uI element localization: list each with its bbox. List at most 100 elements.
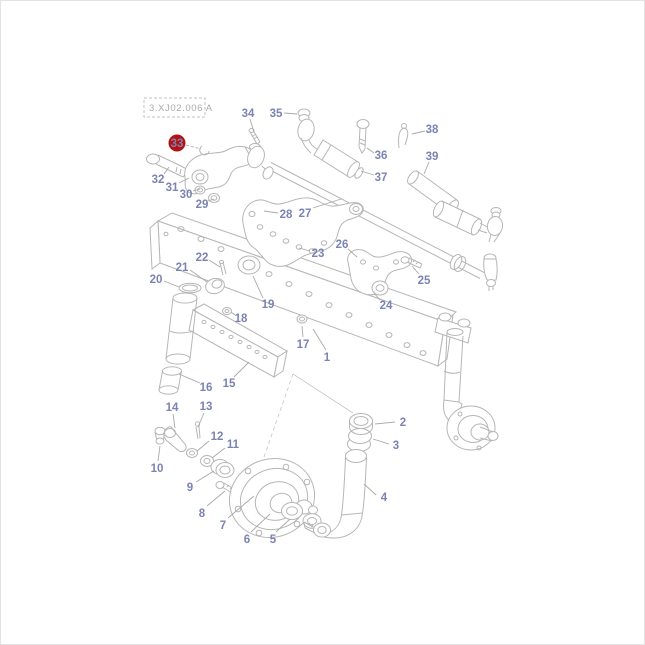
figure-code-label: 3.XJ02.006 A bbox=[149, 103, 213, 114]
leader-line-38 bbox=[411, 130, 426, 135]
part-label-33[interactable]: 33 bbox=[171, 138, 184, 150]
leader-line-20 bbox=[163, 280, 180, 288]
part-label-29[interactable]: 29 bbox=[196, 199, 209, 211]
part-label-21[interactable]: 21 bbox=[176, 262, 189, 274]
leader-line-5 bbox=[275, 518, 291, 533]
part-label-22[interactable]: 22 bbox=[196, 252, 209, 264]
leader-line-2 bbox=[374, 421, 396, 425]
leader-line-28 bbox=[263, 210, 279, 214]
bearing-9 bbox=[210, 459, 235, 478]
spindle-shaft-4 bbox=[303, 449, 367, 539]
leader-line-26 bbox=[347, 248, 358, 258]
part-label-20[interactable]: 20 bbox=[150, 274, 163, 286]
part-label-31[interactable]: 31 bbox=[166, 182, 179, 194]
cotter-pin-13 bbox=[194, 421, 201, 440]
part-label-14[interactable]: 14 bbox=[166, 402, 179, 414]
collar-2 bbox=[349, 413, 373, 435]
part-label-36[interactable]: 36 bbox=[375, 150, 388, 162]
figure-code-border bbox=[143, 97, 206, 118]
figure-code-box: 3.XJ02.006 A bbox=[143, 97, 213, 118]
leader-line-16 bbox=[178, 373, 201, 384]
part-label-34[interactable]: 34 bbox=[242, 108, 255, 120]
part-label-16[interactable]: 16 bbox=[200, 382, 213, 394]
leader-line-12 bbox=[196, 440, 210, 452]
leader-line-15 bbox=[233, 361, 250, 378]
leader-line-22 bbox=[208, 259, 221, 268]
kingpin-housing-left bbox=[158, 282, 202, 395]
part-label-26[interactable]: 26 bbox=[336, 239, 349, 251]
leader-line-33 bbox=[185, 144, 202, 150]
part-label-2[interactable]: 2 bbox=[400, 417, 406, 429]
part-label-18[interactable]: 18 bbox=[235, 313, 248, 325]
leader-line-31 bbox=[178, 177, 190, 184]
bearing-6 bbox=[281, 502, 303, 520]
leader-line-13 bbox=[197, 412, 205, 428]
part-label-12[interactable]: 12 bbox=[211, 431, 224, 443]
leader-line-4 bbox=[363, 483, 377, 496]
part-label-11[interactable]: 11 bbox=[227, 439, 240, 451]
part-label-8[interactable]: 8 bbox=[199, 508, 206, 520]
leader-line-6 bbox=[250, 513, 271, 533]
knuckle-casting-28 bbox=[242, 197, 364, 267]
assembly-axis-lines bbox=[263, 373, 354, 458]
beam-center-pivot-boss bbox=[237, 255, 261, 275]
part-label-28[interactable]: 28 bbox=[280, 209, 293, 221]
part-label-6[interactable]: 6 bbox=[244, 534, 250, 546]
hub-cap-14 bbox=[163, 426, 187, 452]
part-label-15[interactable]: 15 bbox=[223, 378, 236, 390]
part-label-1[interactable]: 1 bbox=[324, 352, 331, 364]
part-label-3[interactable]: 3 bbox=[393, 440, 399, 452]
knuckle-and-hub-right bbox=[434, 312, 499, 451]
tie-rod bbox=[247, 143, 498, 291]
leader-line-14 bbox=[172, 413, 176, 429]
leader-line-8 bbox=[206, 490, 226, 507]
steering-lever-26 bbox=[347, 249, 423, 296]
leader-line-36 bbox=[366, 147, 375, 154]
leader-line-24 bbox=[373, 292, 381, 301]
spindle-group bbox=[303, 413, 373, 539]
highlight-circle-part-33[interactable] bbox=[168, 134, 186, 152]
part-label-4[interactable]: 4 bbox=[381, 492, 388, 504]
drag-link-right bbox=[432, 200, 504, 243]
extension-beam-left bbox=[188, 303, 288, 379]
part-label-24[interactable]: 24 bbox=[380, 300, 393, 312]
thrust-rings-3 bbox=[347, 428, 372, 452]
part-label-30[interactable]: 30 bbox=[180, 189, 193, 201]
part-label-17[interactable]: 17 bbox=[297, 339, 310, 351]
leader-line-30 bbox=[192, 188, 201, 192]
part-label-23[interactable]: 23 bbox=[312, 248, 325, 260]
part-label-32[interactable]: 32 bbox=[152, 174, 165, 186]
leader-line-7 bbox=[227, 495, 255, 519]
part-label-7[interactable]: 7 bbox=[220, 520, 226, 532]
leader-line-11 bbox=[211, 447, 226, 459]
leader-line-23 bbox=[298, 247, 311, 252]
wheel-hub-group bbox=[154, 421, 322, 538]
part-label-9[interactable]: 9 bbox=[187, 482, 193, 494]
pin-34 bbox=[248, 128, 261, 145]
leader-line-34 bbox=[249, 118, 255, 133]
leader-line-35 bbox=[283, 112, 298, 115]
part-label-35[interactable]: 35 bbox=[270, 108, 283, 120]
part-label-27[interactable]: 27 bbox=[299, 208, 312, 220]
leader-line-9 bbox=[195, 470, 215, 483]
part-label-25[interactable]: 25 bbox=[418, 275, 431, 287]
bolt-25 bbox=[400, 256, 423, 269]
leader-line-37 bbox=[360, 170, 375, 176]
leader-line-10 bbox=[157, 445, 161, 462]
part-label-13[interactable]: 13 bbox=[200, 401, 213, 413]
grease-cap-10 bbox=[154, 426, 166, 445]
circlip-33 bbox=[199, 145, 210, 156]
part-label-5[interactable]: 5 bbox=[270, 534, 277, 546]
leader-line-25 bbox=[411, 265, 420, 275]
leader-line-29 bbox=[207, 198, 215, 202]
part-label-10[interactable]: 10 bbox=[151, 463, 164, 475]
part-label-37[interactable]: 37 bbox=[375, 172, 388, 184]
part-label-38[interactable]: 38 bbox=[426, 124, 439, 136]
part-label-39[interactable]: 39 bbox=[426, 151, 439, 163]
leader-line-21 bbox=[189, 269, 208, 283]
part-label-19[interactable]: 19 bbox=[262, 299, 275, 311]
leader-line-32 bbox=[163, 166, 170, 175]
leader-line-1 bbox=[312, 328, 327, 351]
